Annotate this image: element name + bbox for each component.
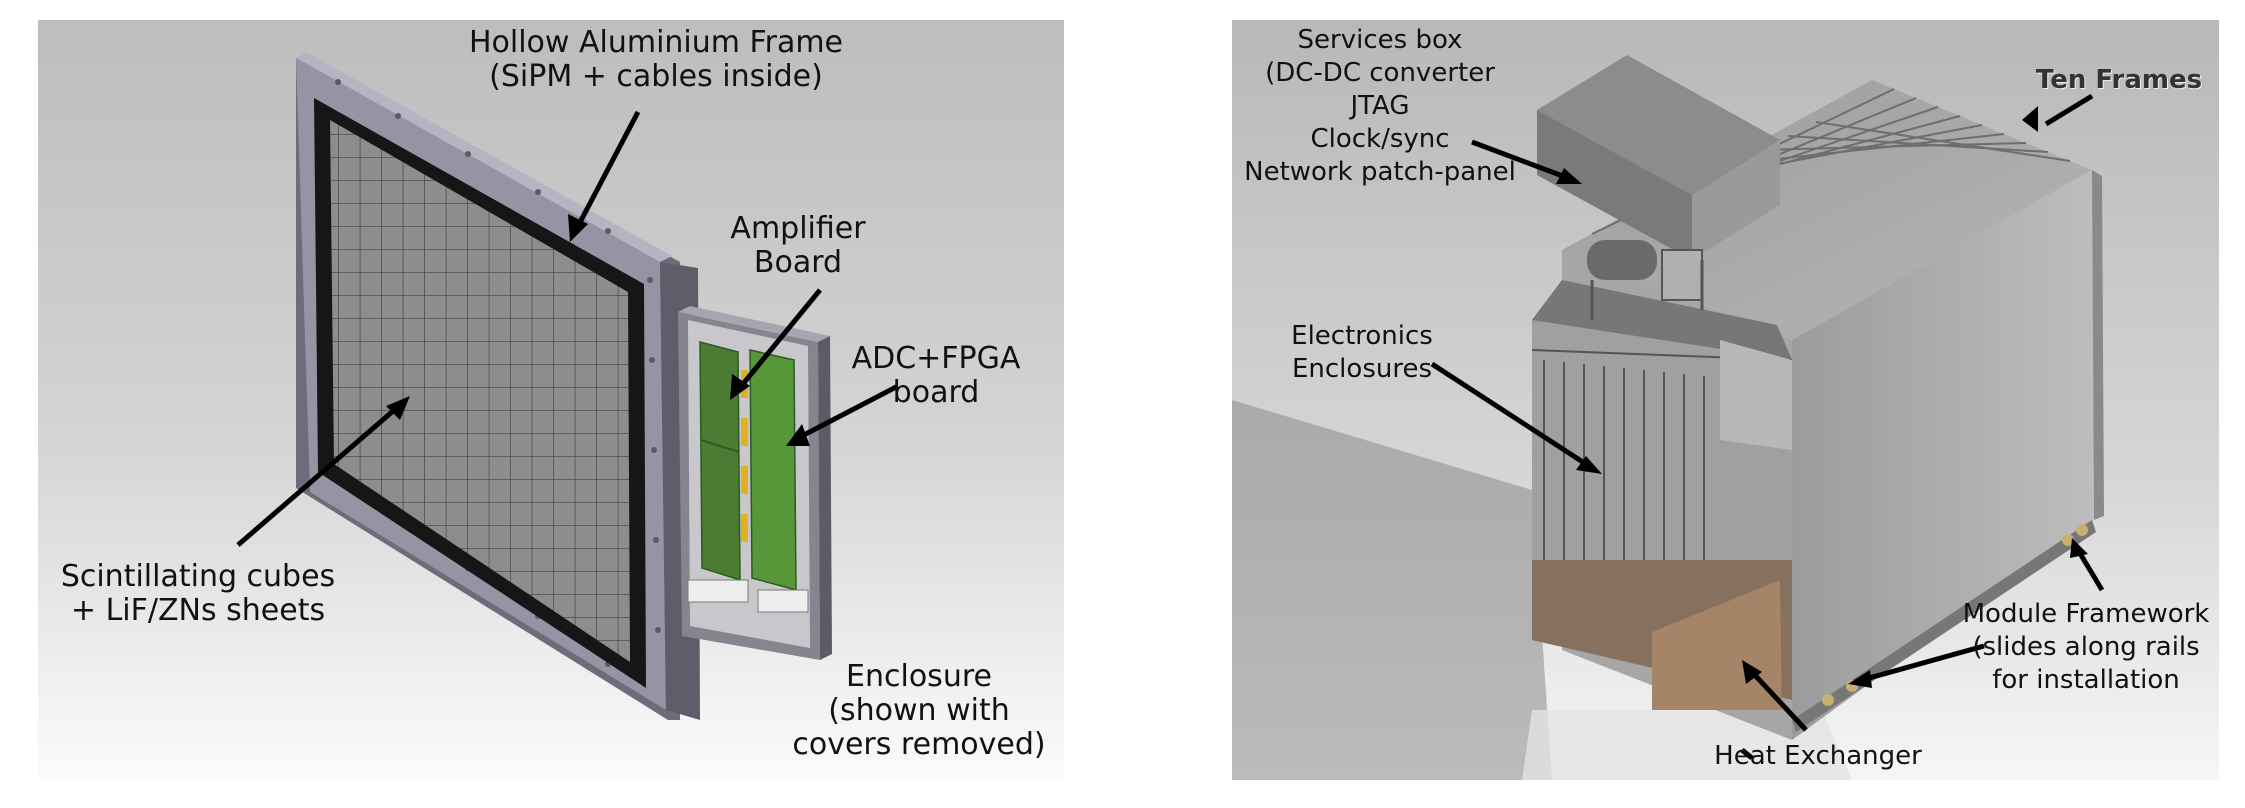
adc-fpga-label: ADC+FPGA board [851, 341, 1021, 410]
module-framework-label: Module Framework (slides along rails for… [1962, 599, 2210, 695]
adc-fpga-board [749, 349, 797, 591]
electronics-enclosures [1531, 280, 1793, 560]
module-assembly-drawing [1232, 20, 2219, 780]
floor-shadow [1232, 400, 1552, 780]
right-figure-panel: Services box (DC-DC converter JTAG Clock… [1232, 20, 2219, 780]
frame-label: Hollow Aluminium Frame (SiPM + cables in… [468, 25, 844, 94]
heat-exchanger-label: Heat Exchanger [1714, 741, 1922, 771]
detector-frame-drawing [38, 20, 1064, 780]
enclosure-label: Enclosure (shown with covers removed) [792, 659, 1046, 762]
left-figure-panel: Hollow Aluminium Frame (SiPM + cables in… [38, 20, 1064, 780]
cubes-label: Scintillating cubes + LiF/ZNs sheets [60, 559, 336, 628]
electronics-enclosures-label: Electronics Enclosures [1291, 321, 1433, 384]
scintillator-face [314, 98, 646, 688]
amplifier-label: Amplifier Board [730, 211, 866, 280]
electronics-enclosure [678, 306, 832, 660]
services-box-label: Services box (DC-DC converter JTAG Clock… [1244, 25, 1516, 187]
services-box [1537, 55, 1780, 320]
ten-frames-label: Ten Frames [2035, 65, 2203, 95]
